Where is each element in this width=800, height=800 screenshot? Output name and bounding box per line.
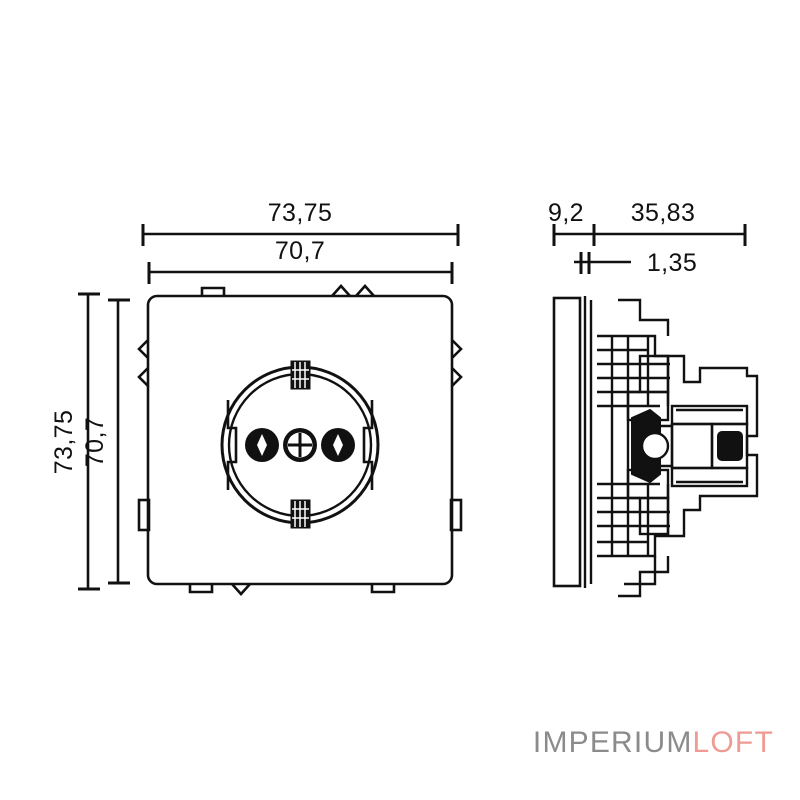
side-faceplate [552, 296, 582, 588]
side-plate-inner-lines [583, 296, 593, 588]
dimension-label-front-height-outer: 73,75 [50, 410, 78, 475]
front-view [137, 284, 463, 596]
watermark-brand-primary: IMPERIUM [532, 726, 693, 759]
dimension-group-right-view: 9,2 35,83 1,35 [548, 199, 747, 277]
center-screw [283, 428, 317, 462]
dimension-label-front-width-inner: 70,7 [275, 237, 325, 265]
dimension-label-side-plate-thickness: 1,35 [647, 249, 697, 277]
dimension-label-side-body-depth: 35,83 [631, 199, 696, 227]
dimension-side-body-depth: 35,83 [594, 199, 747, 246]
watermark-brand-secondary: LOFT [692, 726, 774, 759]
dimension-front-width-inner: 70,7 [147, 237, 454, 284]
dimension-side-plate-depth: 9,2 [548, 199, 596, 246]
dimension-side-plate-thickness: 1,35 [574, 249, 697, 277]
earth-contact-clips [290, 360, 311, 529]
dimension-group-left-vertical: 73,75 70,7 [50, 292, 130, 591]
watermark: IMPERIUMLOFT [533, 726, 774, 760]
side-view [552, 296, 759, 598]
dimension-label-front-width-outer: 73,75 [268, 199, 333, 227]
dimension-group-top-horizontal: 73,75 70,7 [141, 199, 460, 284]
side-mechanism-body [597, 298, 759, 598]
earth-clip-bottom [290, 499, 311, 529]
dimension-front-height-inner: 70,7 [81, 298, 130, 585]
dimension-label-front-height-inner: 70,7 [81, 417, 109, 467]
dimension-front-height-outer: 73,75 [50, 292, 100, 591]
socket-side-notches [226, 400, 374, 490]
front-outer-frame [146, 294, 454, 586]
side-pin-slot [717, 431, 743, 461]
pin-hole-left [245, 428, 279, 462]
dimension-front-width-outer: 73,75 [141, 199, 460, 246]
pin-hole-right [321, 428, 355, 462]
earth-clip-top [290, 360, 311, 390]
dimension-label-side-plate-depth: 9,2 [548, 199, 584, 227]
